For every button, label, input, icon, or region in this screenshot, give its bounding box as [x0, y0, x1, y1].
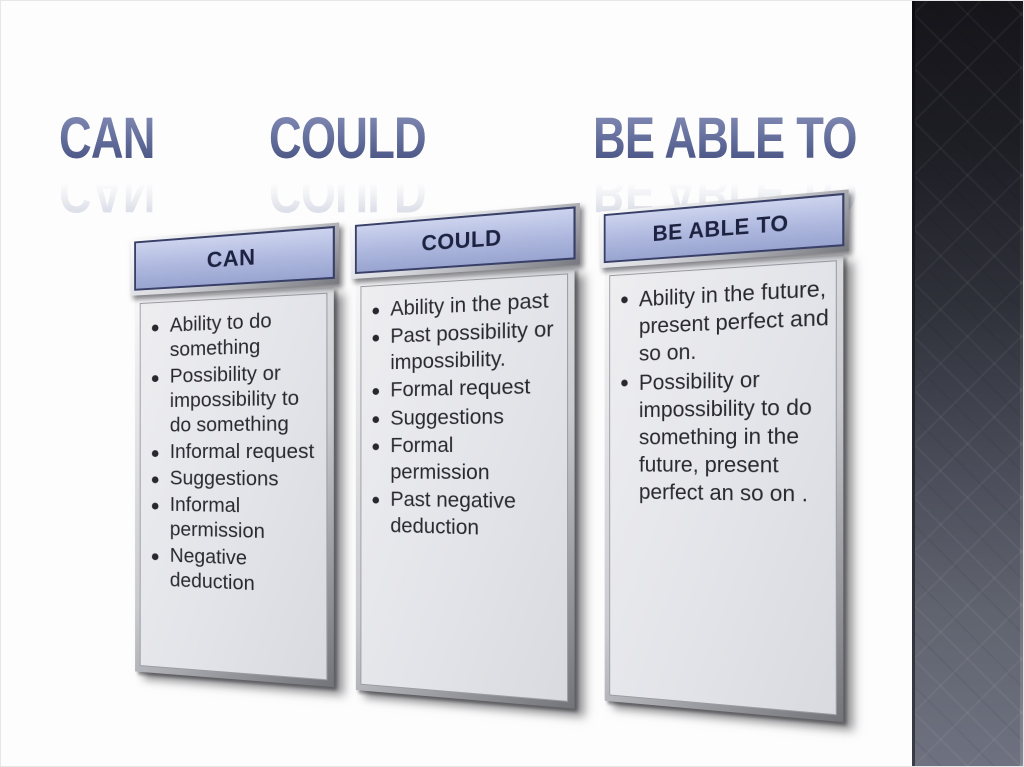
bullet-text: Informal request	[169, 440, 315, 464]
bullet-icon	[151, 502, 159, 510]
bullet-text: Possibility or impossibility to do somet…	[638, 366, 812, 507]
bullet-text: Informal permission	[169, 494, 265, 544]
list-item: Negative deduction	[148, 543, 322, 600]
bullet-icon	[621, 379, 628, 387]
card-could-header: COULD	[351, 202, 580, 280]
card-could-body: Ability in the past Past possibility or …	[355, 267, 575, 709]
card-can-header: CAN	[130, 222, 340, 296]
bullet-text: Ability in the future, present perfect a…	[638, 275, 829, 366]
bullet-icon	[621, 296, 628, 304]
card-could-header-label: COULD	[354, 206, 576, 275]
bullet-icon	[372, 496, 380, 504]
bullet-icon	[372, 415, 380, 423]
card-could: COULD Ability in the past Past possibili…	[351, 202, 580, 709]
card-can-bullet-list: Ability to do something Possibility or i…	[148, 306, 322, 600]
card-be-able-to-header-label: BE ABLE TO	[603, 192, 845, 264]
title-word-can: CAN	[59, 106, 155, 171]
card-can-header-label: CAN	[134, 225, 335, 291]
list-item: Informal request	[148, 440, 322, 466]
bullet-icon	[151, 375, 159, 383]
title-word-be-able-to: BE ABLE TO	[593, 106, 857, 171]
bullet-text: Suggestions	[169, 467, 279, 491]
card-be-able-to-body: Ability in the future, present perfect a…	[604, 254, 844, 723]
bullet-text: Negative deduction	[169, 545, 255, 596]
bullet-icon	[151, 476, 159, 484]
list-item: Formal permission	[369, 432, 563, 487]
list-item: Past possibility or impossibility.	[369, 317, 563, 377]
list-item: Informal permission	[148, 493, 322, 547]
card-be-able-to: BE ABLE TO Ability in the future, presen…	[600, 189, 849, 723]
list-item: Past negative deduction	[369, 487, 563, 544]
list-item: Possibility or impossibility to do somet…	[618, 363, 832, 508]
bullet-icon	[372, 307, 380, 315]
bullet-text: Possibility or impossibility to do somet…	[169, 362, 300, 437]
list-item: Suggestions	[369, 403, 563, 432]
bullet-icon	[372, 443, 380, 451]
card-can: CAN Ability to do something Possibility …	[130, 222, 340, 688]
right-texture-strip	[912, 1, 1023, 766]
list-item: Formal request	[369, 374, 563, 405]
list-item: Ability in the future, present perfect a…	[618, 274, 832, 368]
list-item: Suggestions	[148, 467, 322, 494]
list-item: Possibility or impossibility to do somet…	[148, 360, 322, 438]
bullet-text: Suggestions	[390, 405, 504, 430]
bullet-icon	[372, 388, 380, 396]
list-item: Ability to do something	[148, 306, 322, 363]
title-word-could: COULD	[269, 106, 427, 171]
card-can-body: Ability to do something Possibility or i…	[135, 287, 334, 688]
bullet-text: Formal request	[390, 375, 531, 402]
card-could-bullet-list: Ability in the past Past possibility or …	[369, 287, 563, 544]
bullet-text: Formal permission	[390, 434, 490, 484]
bullet-icon	[151, 553, 159, 561]
card-be-able-to-bullet-list: Ability in the future, present perfect a…	[618, 274, 832, 508]
bullet-icon	[151, 450, 159, 457]
bullet-text: Ability to do something	[169, 309, 272, 362]
bullet-icon	[151, 324, 159, 332]
bullet-text: Past possibility or impossibility.	[390, 318, 554, 374]
bullet-text: Past negative deduction	[390, 488, 516, 540]
bullet-icon	[372, 335, 380, 343]
